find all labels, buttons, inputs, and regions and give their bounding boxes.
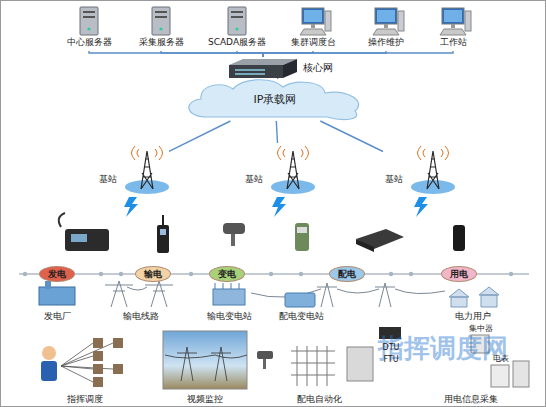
terminal-devices [59,213,465,253]
workstation-icon [281,5,345,37]
part-label: 电表 [493,353,509,364]
node-label: 工作站 [421,36,485,49]
node-label: 操作维护 [354,36,418,49]
part-label: 输电线路 [123,310,159,323]
server-node: 采集服务器 [129,5,193,51]
server-node: 中心服务器 [57,5,121,51]
line-pole [119,272,123,276]
line-pole [23,272,27,276]
part-label: 配电变电站 [279,310,324,323]
stage-oval: 变电 [209,266,245,282]
part-label: 发电厂 [44,310,71,323]
server-node: SCADA服务器 [201,5,273,51]
line-pole [509,272,513,276]
node-label: SCADA服务器 [201,36,273,49]
node-label: IP承载网 [177,92,373,107]
tower-icon [243,143,315,195]
workstation-icon [421,5,485,37]
node-label: 核心网 [303,61,333,75]
server-icon [129,5,193,37]
node-label: 基站 [385,173,403,186]
part-label: 集中器 [469,323,493,334]
part-label: 用电信息采集 [444,393,498,406]
lightning-symbols [124,197,428,217]
stage-oval: 输电 [135,266,171,282]
line-pole [269,272,273,276]
line-pole [189,272,193,276]
node-label: 基站 [245,173,263,186]
connector-line [276,121,277,143]
connector-line [89,51,263,57]
node-label: 集群调度台 [281,36,345,49]
part-label: 视频监控 [187,393,223,406]
part-label: DTU [383,343,400,352]
connector-line [237,51,263,57]
connector-line [169,121,230,151]
node-label: 发电 [40,268,74,281]
part-label: 配电自动化 [297,393,342,406]
server-icon [57,5,121,37]
core-router-icon [227,57,299,79]
stage-oval: 用电 [441,266,477,282]
node-label: 基站 [99,173,117,186]
node-label: 用电 [442,268,476,281]
base-station: 基站 [383,143,455,195]
node-label: 采集服务器 [129,36,193,49]
workstation-node: 工作站 [421,5,485,51]
connector-line [245,274,329,275]
line-pole [389,272,393,276]
connector-line [75,274,135,275]
workstation-icon [354,5,418,37]
line-pole [99,272,103,276]
server-icon [201,5,273,37]
base-station: 基站 [243,143,315,195]
tower-icon [383,143,455,195]
node-label: 配电 [330,268,364,281]
cloud-network: IP承载网 [177,77,373,121]
connector-line [263,51,313,57]
connector-line [263,51,386,57]
part-label: FTU [383,355,398,364]
power-equipment [39,281,499,307]
stage-oval: 配电 [329,266,365,282]
node-label: 输电 [136,268,170,281]
connector-line [320,121,383,152]
part-label: 指挥调度 [67,393,103,406]
connector-line [161,51,263,57]
base-station: 基站 [97,143,169,195]
tower-icon [97,143,169,195]
node-label: 变电 [210,268,244,281]
line-pole [409,272,413,276]
part-label: 电力用户 [455,310,491,323]
application-scenes [41,327,529,389]
part-label: 输电变电站 [207,310,252,323]
line-pole [299,272,303,276]
core-network-node: 核心网 [227,57,331,79]
stage-oval: 发电 [39,266,75,282]
connector-line [365,274,441,275]
workstation-node: 集群调度台 [281,5,345,51]
workstation-node: 操作维护 [354,5,418,51]
connector-line [263,51,453,57]
node-label: 中心服务器 [57,36,121,49]
